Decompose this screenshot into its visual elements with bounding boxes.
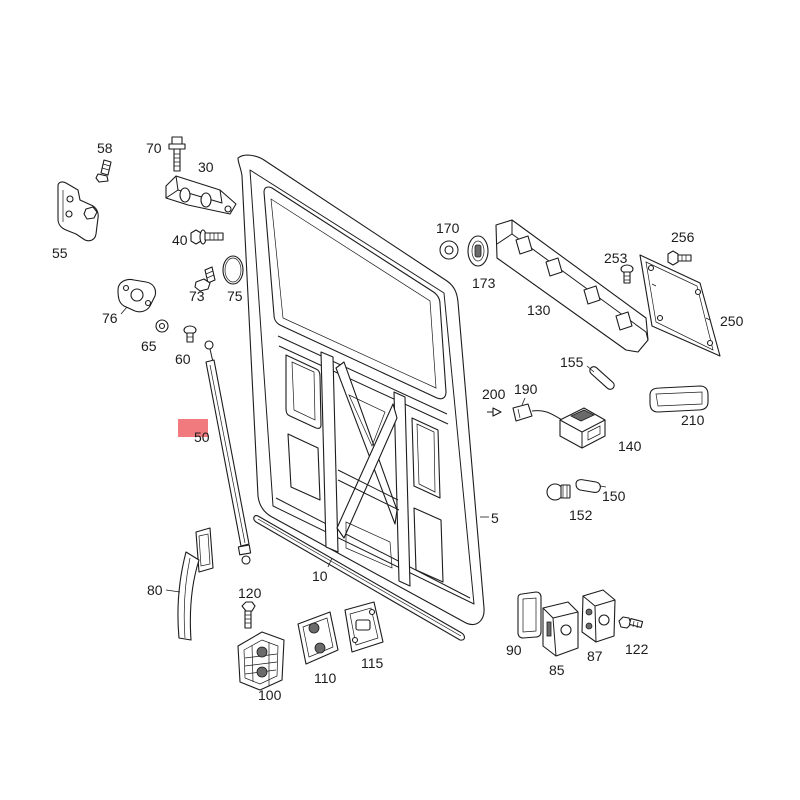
license-lamp-housing: [559, 407, 606, 449]
callout-73: 73: [189, 288, 205, 304]
leader-line: [120, 306, 128, 315]
buffer-pin: [589, 366, 615, 390]
leader-line: [165, 589, 181, 593]
callout-170: 170: [436, 220, 460, 236]
callout-152: 152: [569, 507, 593, 523]
highlight-marker: [178, 419, 208, 437]
panel-diagonal-brace-b: [336, 403, 398, 539]
callout-120: 120: [238, 585, 262, 601]
callout-130: 130: [527, 302, 551, 318]
callout-173: 173: [472, 275, 496, 291]
weather-strip: [253, 515, 466, 641]
callout-256: 256: [671, 229, 695, 245]
callout-30: 30: [198, 159, 214, 175]
wire-connector: [512, 403, 533, 422]
ball-stud: [183, 325, 197, 343]
ring: [439, 240, 459, 260]
tailgate-hinge: [165, 175, 237, 215]
callout-210: 210: [681, 412, 705, 428]
callout-190: 190: [514, 381, 538, 397]
panel-left-brace: [320, 351, 339, 553]
leader-line: [327, 557, 333, 568]
bolt: [168, 136, 186, 172]
bolt: [667, 250, 692, 266]
license-plate-panel: [639, 254, 721, 357]
striker-plate: [344, 601, 384, 653]
leader-line: [521, 397, 526, 406]
callout-75: 75: [227, 288, 243, 304]
panel-opening: [413, 507, 444, 583]
callout-115: 115: [361, 655, 384, 671]
callout-110: 110: [314, 670, 337, 686]
pull-strap: [177, 527, 214, 641]
panel-right-brace: [393, 391, 411, 587]
panel-diagonal-brace-a: [335, 361, 398, 525]
bolt: [190, 229, 224, 245]
lock-cylinder-cap: [467, 235, 489, 267]
washer: [155, 319, 169, 333]
callout-60: 60: [175, 351, 191, 367]
mounting-plate: [117, 278, 157, 313]
lock-actuator: [542, 601, 579, 657]
latch-plate: [237, 631, 285, 691]
gas-strut: [204, 340, 252, 565]
callout-5: 5: [491, 510, 499, 526]
wire: [531, 410, 563, 421]
callout-90: 90: [506, 642, 522, 658]
bolt: [194, 266, 216, 292]
callout-10: 10: [312, 568, 328, 584]
connector-pin: [487, 407, 502, 417]
callout-40: 40: [172, 232, 188, 248]
door-frame-inner-edge: [249, 169, 475, 605]
handle-strip: [495, 219, 649, 353]
lamp-lens: [649, 385, 709, 413]
callout-155: 155: [560, 354, 584, 370]
hinge-bracket: [57, 181, 99, 242]
bolt: [241, 601, 256, 629]
callout-85: 85: [549, 662, 565, 678]
tailgate-door: [237, 154, 485, 626]
callout-65: 65: [141, 338, 157, 354]
door-latch: [581, 589, 616, 643]
bolt: [95, 159, 112, 183]
callout-70: 70: [146, 140, 162, 156]
leader-line: [586, 365, 595, 373]
callout-150: 150: [602, 488, 626, 504]
bolt: [618, 616, 644, 629]
callout-200: 200: [482, 386, 506, 402]
bulb: [575, 479, 607, 493]
bolt: [620, 264, 634, 284]
callout-76: 76: [102, 310, 118, 326]
callout-87: 87: [587, 648, 603, 664]
seal-ring: [222, 255, 244, 285]
callout-labels: 58 70 30 55 40 73 75 76 65 60 50 80 120 …: [52, 140, 744, 703]
callout-100: 100: [258, 687, 282, 703]
panel-opening: [411, 417, 441, 499]
callout-55: 55: [52, 245, 68, 261]
window-lip: [270, 198, 437, 389]
lock-frame: [517, 591, 542, 639]
latch-plate: [297, 611, 339, 665]
door-inner-panel: [275, 335, 471, 599]
door-window-opening: [263, 186, 447, 400]
callout-80: 80: [147, 582, 163, 598]
callout-122: 122: [625, 641, 649, 657]
callout-253: 253: [604, 250, 628, 266]
bulb: [546, 483, 571, 501]
callout-58: 58: [97, 140, 113, 156]
panel-opening: [287, 433, 321, 501]
callout-250: 250: [720, 313, 744, 329]
callout-140: 140: [618, 438, 642, 454]
callout-50: 50: [194, 429, 210, 445]
